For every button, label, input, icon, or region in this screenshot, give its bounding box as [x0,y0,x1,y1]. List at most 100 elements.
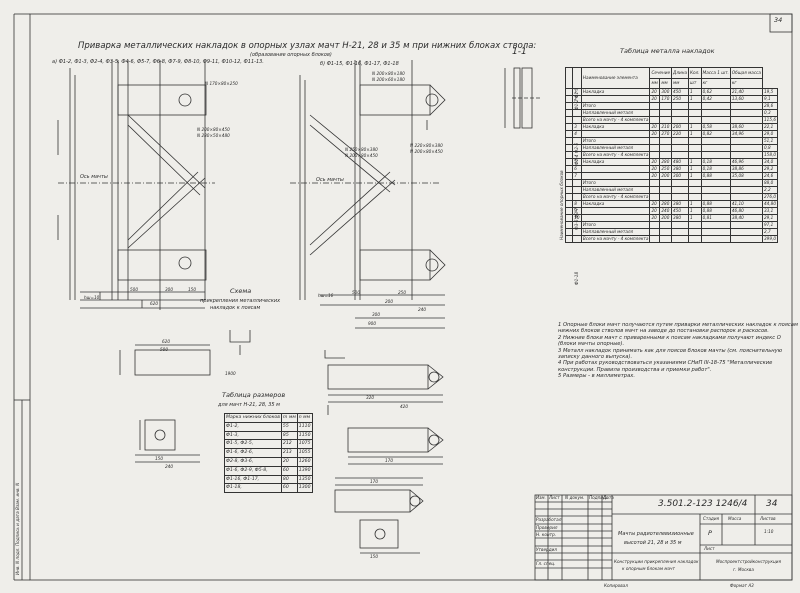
weld-height-left: hш=10 [84,295,100,300]
table-cell: 1075 [296,439,313,450]
weld-label: N 280×50×480 [197,133,230,138]
stamp-col-label: Подпись [589,495,608,500]
table-cell: Накладка [580,123,651,131]
stamp-col-label: Изм. [536,495,546,500]
table-cell: 380 [671,200,690,208]
table-cell: 450 [671,207,690,215]
dim-label: 420 [400,404,408,409]
table-cell [688,151,702,159]
table-cell [700,151,731,159]
table-cell [700,235,731,243]
table-cell [659,186,673,194]
stamp-code: 3.501.2-123 1246/4 [658,499,748,509]
note-item: 5 Размеры - в миллиметрах. [558,373,635,380]
table-cell-group [564,102,574,110]
table-cell: 9,1 [762,95,778,103]
table-cell: 250 [659,165,673,173]
table-cell: 88,0 [762,179,778,187]
table-cell: 1 [688,88,702,96]
notes-block: 1 Опорные блоки мачт получаются путем пр… [558,322,798,380]
table-cell: 1390 [296,465,313,476]
table-cell: 22,1 [762,123,778,131]
table-cell [729,102,764,110]
table-cell [688,144,702,152]
dim-label: 1900 [225,371,236,376]
table-cell-group [564,179,574,187]
dim-label: 900 [368,321,376,326]
table-cell: 38,60 [729,123,764,131]
table-cell: 60 [280,465,298,476]
weld-label: N 170×80×250 [205,81,238,86]
table-cell [659,144,673,152]
table-cell-group [564,123,574,131]
table-cell [729,144,764,152]
dim-label: 150 [155,456,163,461]
group-label: Ф3-6 Ф3-7 [574,207,579,230]
left-detail [57,60,215,310]
table-cell: 280 [659,158,673,166]
table-cell: Всего на мачту - 4 комплекта [580,235,651,243]
table-header: Кол. [688,67,702,79]
table-cell: Наплавленный металл [580,228,651,236]
table-cell: 1260 [296,456,313,467]
dim-label: 500 [352,290,360,295]
table-cell: 1 [688,200,702,208]
table-cell [688,137,702,145]
axis-label-left: Ось мачты [80,174,108,180]
table-cell: 450 [671,88,690,96]
table-cell [659,221,673,229]
table-cell [671,137,690,145]
table-cell-group [564,151,574,159]
weld-label: N 200×80×450 [345,153,378,158]
table-cell: 0,81 [700,214,731,222]
table-cell [688,235,702,243]
table-cell: 1 [688,123,702,131]
table-cell [649,228,661,236]
table-cell [729,228,764,236]
table-cell: 1 [688,214,702,222]
axis-label-middle: Ось мачты [316,177,344,183]
table-header-no [572,67,582,89]
stamp-desc1: Конструкции прикрепления накладок [614,559,699,564]
table-cell: 1 [688,172,702,180]
stamp-stage: Р [708,529,712,537]
table-cell: 60 [280,483,298,494]
table-header: Сечение [649,67,673,79]
table-subheader: шт [688,77,702,89]
scheme-sub2: накладок к поясам [210,305,261,311]
table-cell: Наплавленный металл [580,144,651,152]
table-cell: 380 [671,214,690,222]
group-label: Ф2-4 Ф2-5 [574,142,579,165]
table-cell: 20 [649,207,661,215]
table-cell: 276,0 [762,193,778,201]
table-cell: 0,62 [700,88,731,96]
table-cell: 0,18 [700,158,731,166]
table-cell-group [564,116,574,124]
table-cell: 29,1 [762,214,778,222]
table-cell [700,109,731,117]
table-cell [649,151,661,159]
table-cell [688,116,702,124]
stamp-format-label: Формат А3 [730,583,754,588]
stamp-desc2: к опорным блокам мачт [622,566,675,571]
table-cell [671,179,690,187]
table-cell: 270 [659,130,673,138]
table-header: Марка нижних блоков [224,413,282,423]
table-cell [700,144,731,152]
table-cell-group [564,144,574,152]
table-cell: 20 [649,158,661,166]
table-cell: 20 [649,95,661,103]
table-cell: 0,82 [700,130,731,138]
group-label: Ф1-18 [574,271,579,285]
stamp-role: Утвердил [536,547,557,552]
vertical-header: Наименование опорных блоков [559,170,564,240]
dim-label: 150 [370,554,378,559]
table-cell-group [564,172,574,180]
